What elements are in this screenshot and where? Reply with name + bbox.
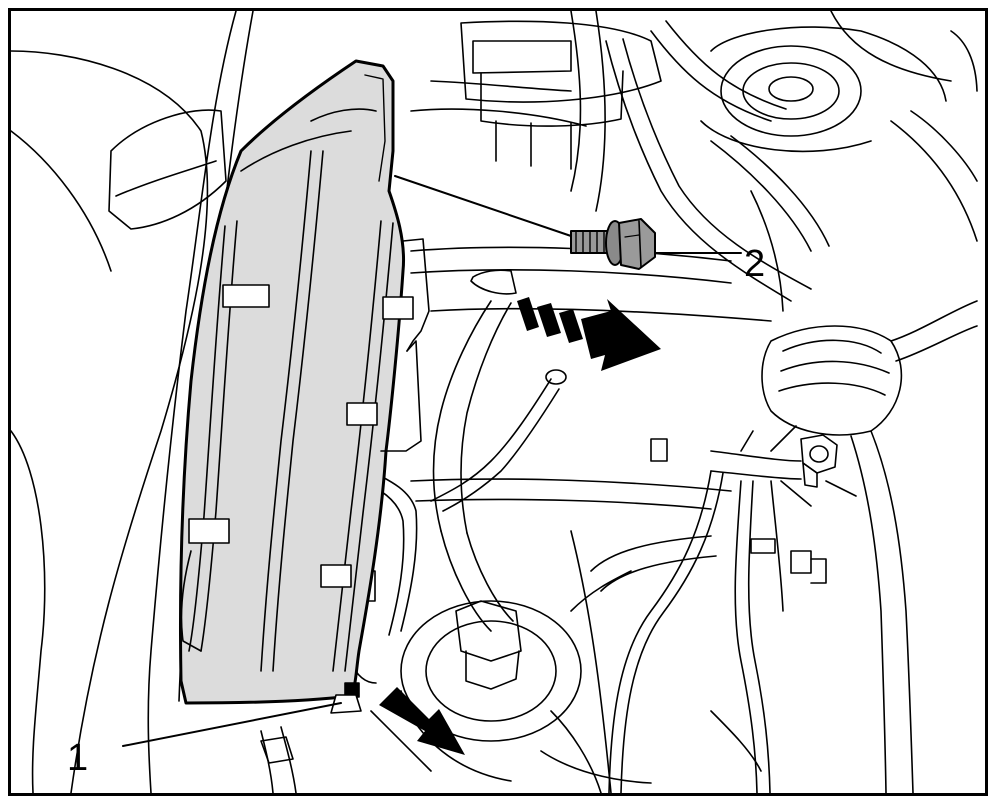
lower-subframe [410,478,762,793]
callout-label-2: 2 [744,243,766,285]
engine-bay-illustration [11,11,978,793]
hex-flange-bolt [570,218,656,270]
vacuum-hose [430,369,567,512]
intake-assembly [410,11,662,212]
center-hoses [605,38,830,312]
strut-tower [700,26,947,153]
coolant-hose [432,269,517,632]
direction-arrow-upper [517,297,661,371]
callout-leaders [122,175,742,747]
drive-shaft-boot [761,300,978,793]
callout-label-1: 1 [67,737,89,779]
brake-lines [570,438,827,793]
tie-rod-end [710,425,857,507]
diagram-frame: 1 2 [8,8,988,796]
upper-right-pipes [650,11,978,242]
lower-reservoir [400,600,602,793]
heat-shield [178,59,430,714]
direction-arrow-lower [379,687,465,755]
upper-left-bracket [108,109,227,230]
cross-member [410,246,772,322]
